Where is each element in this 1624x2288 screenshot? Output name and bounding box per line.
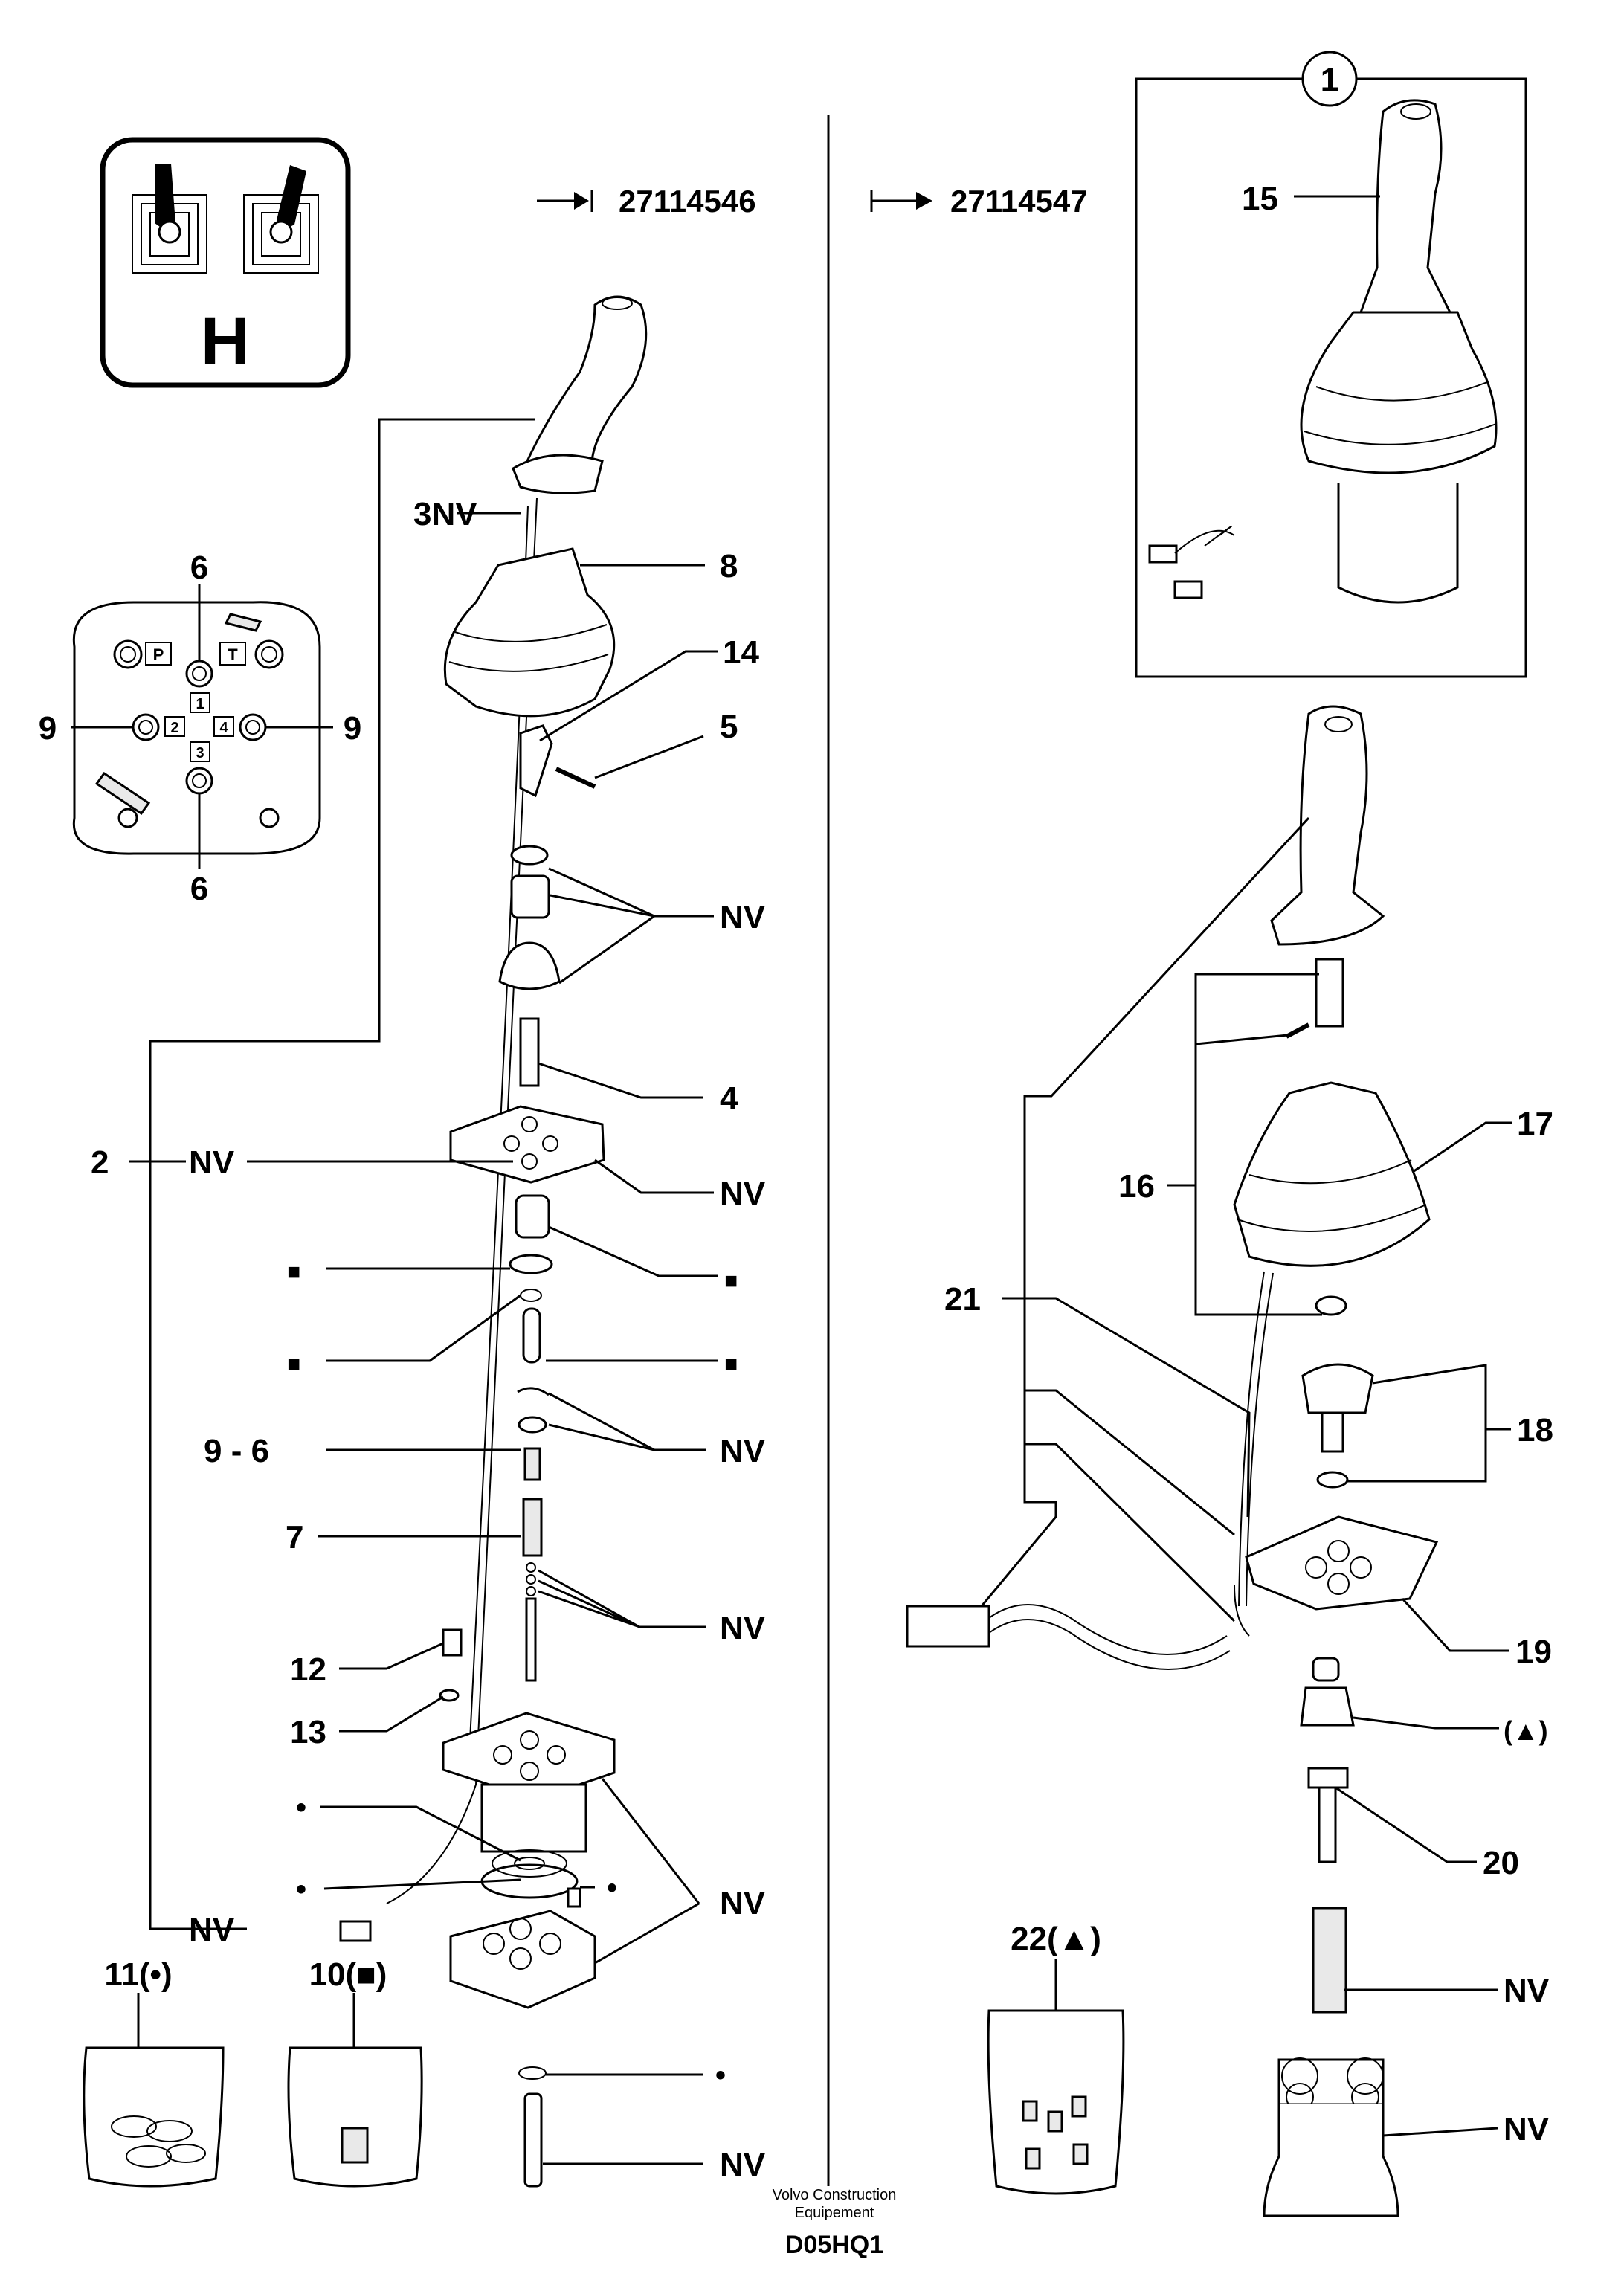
plate-port-3: 3 <box>196 745 204 761</box>
callout-3nv: 3NV <box>413 496 477 532</box>
plate-callout-6-bottom: 6 <box>190 871 208 907</box>
callout-19: 19 <box>1515 1634 1552 1670</box>
callout-17: 17 <box>1517 1106 1553 1142</box>
callout-dot-left-1: • <box>296 1791 306 1824</box>
kit-bag-10: 10(■) <box>287 1956 423 2188</box>
right-labels: 16 17 21 18 19 (▲) 20 NV NV <box>944 1106 1553 2147</box>
symbol-letter: H <box>201 303 250 379</box>
callout-square-right-1: ■ <box>724 1269 738 1293</box>
serial-from-left: 27114546 <box>537 184 756 219</box>
callout-nv-cable: NV <box>189 1912 235 1948</box>
plate-port-1: 1 <box>196 696 204 712</box>
plate-callout-9-right: 9 <box>344 710 361 747</box>
serial-right: 27114547 <box>950 184 1088 219</box>
callout-nv-spring: NV <box>1504 1973 1550 2009</box>
footer-code: D05HQ1 <box>785 2231 883 2259</box>
callout-square-right-2: ■ <box>724 1352 738 1376</box>
callout-nv-plate-right: NV <box>720 1176 766 1212</box>
callout-nv-clip: NV <box>720 1433 766 1469</box>
callout-1: 1 <box>1321 62 1338 98</box>
plate-port-2: 2 <box>170 720 178 736</box>
callout-7: 7 <box>286 1519 303 1556</box>
serial-from-right: 27114547 <box>870 184 1088 219</box>
callout-14: 14 <box>723 634 759 671</box>
serial-left: 27114546 <box>619 184 756 219</box>
callout-21: 21 <box>944 1281 981 1318</box>
callout-nv-body: NV <box>720 1885 766 1921</box>
callout-15: 15 <box>1242 181 1278 217</box>
callout-12: 12 <box>290 1651 326 1688</box>
callout-square-left-2: ■ <box>287 1352 300 1376</box>
callout-dot-oring: • <box>715 2059 726 2092</box>
callout-nv-housing: NV <box>1504 2111 1550 2147</box>
complete-joystick-box: 1 15 <box>1135 51 1527 678</box>
left-leaders <box>129 418 718 2165</box>
callout-18: 18 <box>1517 1412 1553 1448</box>
plate-callout-6-top: 6 <box>190 550 208 586</box>
kit-bag-11: 11(•) <box>83 1956 225 2188</box>
callout-dot-left-2: • <box>296 1873 306 1906</box>
left-labels: 3NV 8 14 5 NV 4 2 NV NV ■ ■ ■ ■ 9 - 6 NV… <box>91 496 766 2183</box>
callout-nv-plate-left: NV <box>189 1144 235 1181</box>
joystick-symbol-box: H <box>100 137 351 388</box>
plate-label-p: P <box>153 645 164 664</box>
callout-20: 20 <box>1483 1845 1519 1881</box>
footer: Volvo Construction Equipement D05HQ1 <box>773 2187 897 2259</box>
callout-5: 5 <box>720 709 738 745</box>
port-plate: P T 1 2 3 4 6 6 9 9 <box>39 550 361 907</box>
callout-nv-pins: NV <box>720 1610 766 1646</box>
callout-nv-seal: NV <box>720 899 766 935</box>
left-assembly <box>339 295 648 2188</box>
callout-nv-bolt: NV <box>720 2147 766 2183</box>
callout-triangle: (▲) <box>1504 1715 1548 1746</box>
callout-13: 13 <box>290 1714 326 1750</box>
plate-port-4: 4 <box>219 720 228 736</box>
callout-square-left-1: ■ <box>287 1260 300 1284</box>
callout-16: 16 <box>1118 1168 1155 1205</box>
callout-2: 2 <box>91 1144 109 1181</box>
footer-line-1: Volvo Construction <box>773 2187 897 2203</box>
kit-11-label: 11(•) <box>104 1956 172 1993</box>
callout-4: 4 <box>720 1080 738 1117</box>
callout-9-6: 9 - 6 <box>204 1433 269 1469</box>
kit-10-label: 10(■) <box>309 1956 387 1993</box>
callout-8: 8 <box>720 548 738 584</box>
footer-line-2: Equipement <box>795 2205 874 2221</box>
kit-22-label: 22(▲) <box>1011 1921 1101 1957</box>
callout-dot-right: • <box>607 1872 617 1904</box>
right-leaders <box>980 816 1512 2137</box>
plate-label-t: T <box>228 645 238 664</box>
right-assembly <box>906 705 1439 2217</box>
plate-callout-9-left: 9 <box>39 710 57 747</box>
kit-bag-22: 22(▲) <box>987 1921 1125 2195</box>
